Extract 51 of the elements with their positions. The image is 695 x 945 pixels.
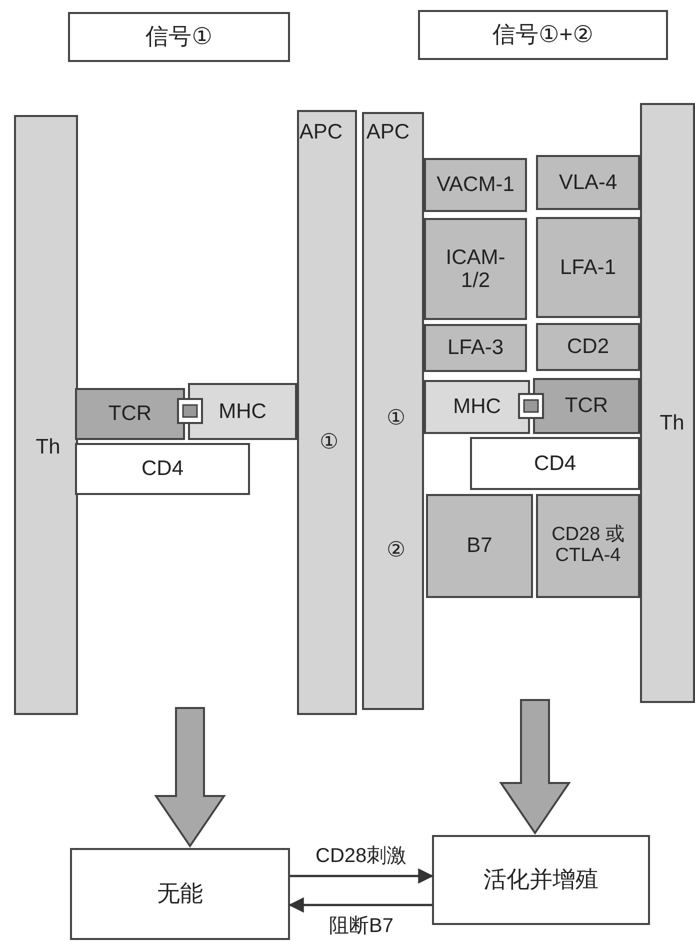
molecule-box bbox=[424, 380, 530, 434]
receptor-box bbox=[533, 378, 640, 434]
molecule-label: LFA-1 bbox=[560, 256, 616, 280]
molecule-box bbox=[424, 324, 527, 372]
molecule-box bbox=[536, 494, 640, 598]
signal-label-box bbox=[68, 12, 290, 62]
molecule-box bbox=[470, 437, 640, 490]
cell-label: Th bbox=[36, 435, 60, 459]
outcome-box bbox=[432, 835, 650, 925]
molecule-label: MHC bbox=[218, 400, 266, 424]
cell-membrane-bar bbox=[640, 103, 695, 703]
cell-membrane-bar bbox=[14, 115, 78, 715]
molecule-box bbox=[426, 494, 533, 598]
molecule-box bbox=[424, 158, 527, 212]
molecule-label: CD28 或CTLA-4 bbox=[550, 525, 626, 567]
molecule-label: CD2 bbox=[566, 335, 609, 359]
molecule-label: VACM-1 bbox=[436, 173, 514, 197]
outcome-box bbox=[70, 848, 290, 940]
molecule-box bbox=[75, 443, 250, 495]
molecule-label: LFA-3 bbox=[447, 336, 504, 360]
molecule-label: CD4 bbox=[534, 452, 576, 476]
molecule-box bbox=[424, 218, 527, 320]
cell-label: APC bbox=[299, 120, 343, 144]
molecule-label: CD4 bbox=[141, 457, 184, 481]
arrow bbox=[290, 868, 434, 884]
molecule-label: VLA-4 bbox=[558, 170, 618, 194]
molecule-box bbox=[536, 323, 640, 371]
signal-number: ① bbox=[320, 430, 338, 454]
molecule-box bbox=[536, 217, 640, 318]
outcome-label: 活化并增殖 bbox=[484, 867, 598, 893]
signal-label-box bbox=[418, 10, 668, 60]
receptor-box bbox=[75, 388, 185, 440]
signal-number: ② bbox=[386, 538, 406, 562]
cell-label: APC bbox=[366, 120, 410, 144]
signal-label: 信号①+② bbox=[492, 22, 594, 48]
cell-membrane-bar bbox=[362, 112, 424, 710]
molecule-label: TCR bbox=[108, 402, 152, 426]
molecule-box bbox=[188, 383, 297, 440]
molecule-label: ICAM-1/2 bbox=[444, 246, 506, 292]
molecule-box bbox=[536, 155, 640, 210]
signal-number: ① bbox=[386, 406, 406, 430]
block-arrow bbox=[499, 699, 571, 835]
block-arrow bbox=[154, 707, 226, 848]
cell-label: Th bbox=[660, 411, 684, 435]
molecule-label: B7 bbox=[466, 534, 492, 558]
molecule-label: TCR bbox=[564, 394, 608, 418]
arrow bbox=[288, 897, 432, 913]
cell-membrane-bar bbox=[297, 110, 357, 715]
molecule-label: MHC bbox=[453, 395, 501, 419]
outcome-label: 无能 bbox=[157, 881, 203, 907]
signal-label: 信号① bbox=[146, 24, 212, 50]
